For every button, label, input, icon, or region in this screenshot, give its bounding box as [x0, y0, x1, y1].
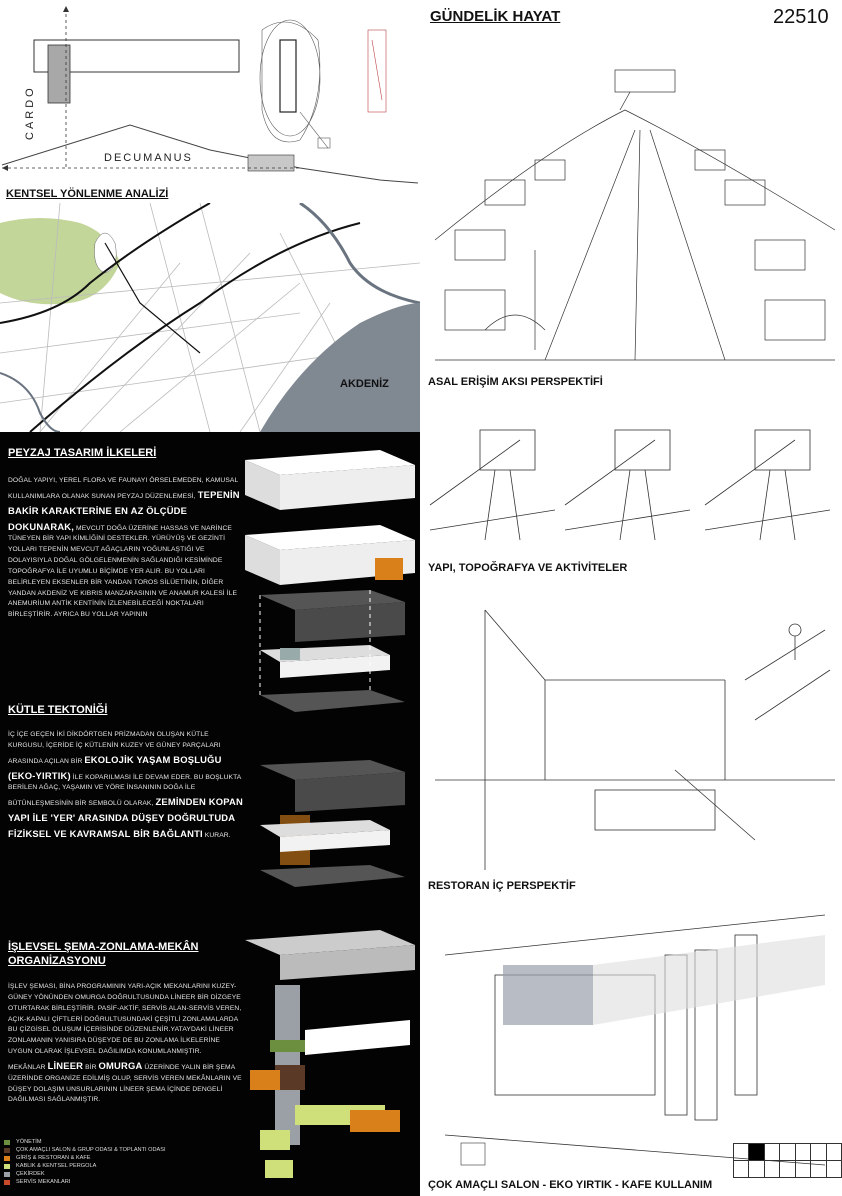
- legend-label: KABLIK & KENTSEL PERGOLA: [16, 1163, 97, 1169]
- mass-heading: KÜTLE TEKTONİĞİ: [8, 704, 108, 716]
- legend-item: GİRİŞ & RESTORAN & KAFE: [4, 1154, 254, 1162]
- urban-map: [0, 203, 420, 432]
- legend-swatch: [4, 1155, 10, 1161]
- cardo-label: CARDO: [24, 85, 36, 140]
- hall-sketch: [444, 914, 826, 1166]
- caption-main-axis: ASAL ERİŞİM AKSI PERSPEKTİFİ: [428, 376, 603, 388]
- sea-label: AKDENİZ: [340, 378, 389, 390]
- legend-swatch: [4, 1147, 10, 1153]
- topography-sketch: [429, 429, 831, 541]
- legend-label: ÇOK AMAÇLI SALON & GRUP ODASI & TOPLANTI…: [16, 1147, 166, 1153]
- legend-item: ÇOK AMAÇLI SALON & GRUP ODASI & TOPLANTI…: [4, 1146, 254, 1154]
- massing-diagrams: [245, 450, 415, 1178]
- main-axis-perspective-sketch: [434, 69, 836, 361]
- legend-label: ÇEKİRDEK: [16, 1171, 45, 1177]
- sheet-title: GÜNDELİK HAYAT: [430, 8, 561, 25]
- zoning-legend: YÖNETİM ÇOK AMAÇLI SALON & GRUP ODASI & T…: [4, 1138, 254, 1186]
- legend-label: YÖNETİM: [16, 1139, 42, 1145]
- landscape-heading: PEYZAJ TASARIM İLKELERİ: [8, 447, 157, 459]
- functional-heading: İŞLEVSEL ŞEMA-ZONLAMA-MEKÂN ORGANİZASYON…: [8, 941, 199, 968]
- sheet-code: 22510: [773, 6, 829, 28]
- legend-item: ÇEKİRDEK: [4, 1170, 254, 1178]
- legend-label: SERVİS MEKANLARI: [16, 1179, 71, 1185]
- legend-swatch: [4, 1139, 10, 1145]
- mass-text: İÇ İÇE GEÇEN İKİ DİKDÖRTGEN PRİZMADAN OL…: [8, 731, 243, 839]
- legend-swatch: [4, 1171, 10, 1177]
- legend-item: KABLIK & KENTSEL PERGOLA: [4, 1162, 254, 1170]
- caption-hall: ÇOK AMAÇLI SALON - EKO YIRTIK - KAFE KUL…: [428, 1179, 713, 1191]
- sheet-grid: [732, 1143, 842, 1178]
- legend-item: YÖNETİM: [4, 1138, 254, 1146]
- functional-text: İŞLEV ŞEMASI, BİNA PROGRAMININ YARI-AÇIK…: [8, 983, 242, 1104]
- urban-map-heading: KENTSEL YÖNLENME ANALİZİ: [6, 188, 169, 200]
- caption-restaurant: RESTORAN İÇ PERSPEKTİF: [428, 880, 576, 892]
- legend-label: GİRİŞ & RESTORAN & KAFE: [16, 1155, 91, 1161]
- decumanus-label: DECUMANUS: [104, 152, 193, 164]
- orientation-diagram: [1, 6, 419, 184]
- caption-topography: YAPI, TOPOĞRAFYA VE AKTİVİTELER: [428, 562, 628, 574]
- restaurant-sketch: [435, 609, 835, 870]
- legend-swatch: [4, 1163, 10, 1169]
- legend-swatch: [4, 1179, 10, 1185]
- landscape-text: DOĞAL YAPIYI, YEREL FLORA VE FAUNAYI ÖRS…: [8, 477, 240, 619]
- legend-item: SERVİS MEKANLARI: [4, 1178, 254, 1186]
